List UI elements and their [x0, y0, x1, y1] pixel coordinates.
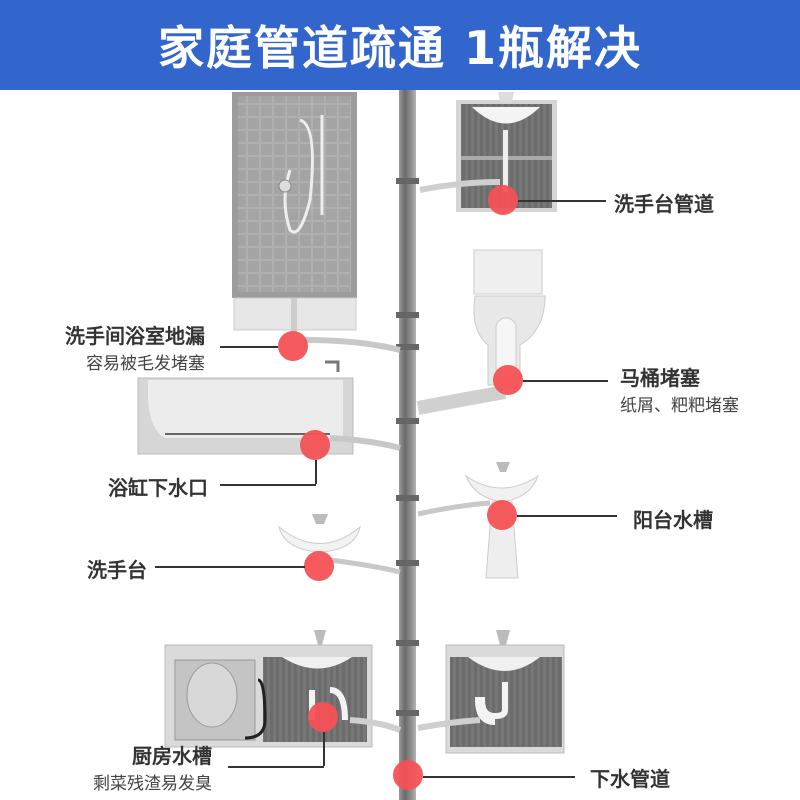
marker-washbasin	[304, 551, 334, 581]
callout-bathtub-drain: 浴缸下水口	[108, 472, 208, 501]
leader-line	[518, 200, 606, 202]
callout-subtitle: 容易被毛发堵塞	[86, 354, 205, 374]
leader-line	[517, 515, 617, 517]
marker-kitchen-sink	[308, 702, 338, 732]
wall-basin	[278, 514, 361, 553]
leader-line	[220, 346, 278, 348]
leader-line	[323, 732, 325, 766]
callout-title: 下水管道	[590, 767, 670, 791]
main-drain-pipe	[396, 90, 419, 800]
callout-washbasin-pipe: 洗手台管道	[614, 188, 714, 217]
callout-title: 洗手间浴室地漏	[65, 324, 205, 348]
leader-line	[315, 460, 317, 484]
callout-title: 洗手台管道	[614, 192, 714, 216]
callout-title: 浴缸下水口	[108, 476, 208, 500]
callout-washbasin: 洗手台	[87, 554, 147, 583]
marker-bathtub	[300, 430, 330, 460]
marker-toilet	[493, 365, 523, 395]
kitchen-cabinet-right	[445, 630, 565, 754]
callout-title: 厨房水槽	[132, 744, 212, 768]
callout-title: 马桶堵塞	[620, 366, 700, 390]
leader-line	[155, 566, 305, 568]
marker-washbasin-pipe	[488, 185, 518, 215]
bathtub	[137, 360, 354, 455]
callout-toilet-clog: 马桶堵塞 纸屑、粑粑堵塞	[620, 362, 739, 416]
page-title: 家庭管道疏通 1瓶解决	[157, 21, 643, 75]
leader-line	[220, 484, 316, 486]
marker-sewer-pipe	[393, 760, 423, 790]
leader-line	[228, 766, 324, 768]
leader-line	[423, 776, 575, 778]
callout-kitchen-sink: 厨房水槽 剩菜残渣易发臭	[93, 740, 212, 794]
callout-title: 阳台水槽	[633, 508, 713, 532]
callout-subtitle: 纸屑、粑粑堵塞	[620, 396, 739, 416]
callout-sewer-pipe: 下水管道	[590, 763, 670, 792]
shower-stall	[232, 92, 357, 332]
marker-floor-drain	[278, 331, 308, 361]
kitchen-cabinet-left	[164, 630, 373, 748]
callout-balcony-sink: 阳台水槽	[633, 504, 713, 533]
callout-bathroom-floor-drain: 洗手间浴室地漏 容易被毛发堵塞	[65, 320, 205, 374]
title-banner: 家庭管道疏通 1瓶解决	[0, 0, 800, 90]
toilet	[473, 249, 546, 386]
leader-line	[523, 380, 608, 382]
marker-balcony-sink	[487, 500, 517, 530]
callout-subtitle: 剩菜残渣易发臭	[93, 774, 212, 794]
callout-title: 洗手台	[87, 558, 147, 582]
